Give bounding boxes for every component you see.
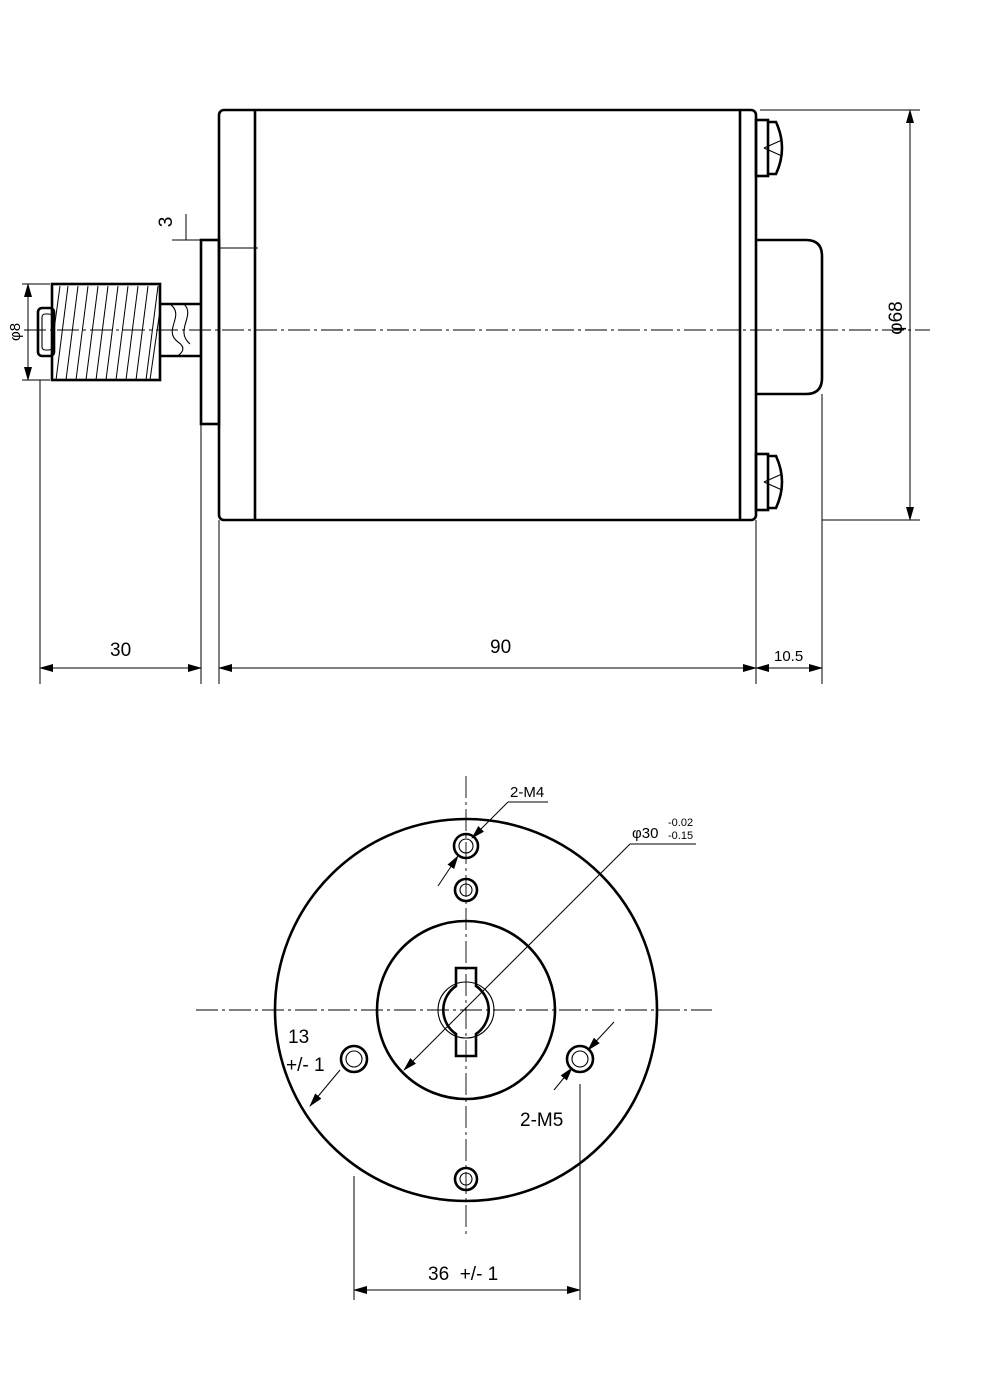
pilot-boss	[375, 919, 557, 1101]
motor-face-outline	[273, 817, 659, 1203]
pilot-diameter-leader	[403, 843, 631, 1071]
m4-hole-top	[452, 832, 480, 860]
label-pilot-tol-upper: -0.02	[668, 817, 693, 829]
mounting-flange	[199, 238, 221, 426]
label-pilot-diameter: φ30	[632, 825, 658, 842]
m5-hole-right	[565, 1044, 595, 1074]
m4-hole-upper-inner	[453, 877, 479, 903]
dim-3-label: 3	[156, 217, 177, 228]
knurl-hatch	[53, 285, 161, 381]
rear-boss	[756, 238, 824, 396]
pulley-hub	[36, 306, 56, 358]
brush-cap-top	[754, 118, 784, 178]
shaft-break	[169, 303, 184, 357]
label-2-m5: 2-M5	[520, 1110, 563, 1131]
side-view: 30 90 10.5 3 φ8 φ68	[7, 108, 930, 684]
motor-body	[217, 108, 758, 522]
brush-cap-bottom	[754, 452, 784, 512]
label-pilot-tol-lower: -0.15	[668, 830, 693, 842]
label-hole-spacing: 36 +/- 1	[428, 1264, 498, 1285]
dim-30-label: 30	[110, 640, 131, 661]
m4-hole-bottom	[453, 1166, 479, 1192]
dim-90-label: 90	[490, 637, 511, 658]
shaft-end	[442, 966, 490, 1058]
dim-8-label: φ8	[7, 323, 24, 341]
dim-10-5-label: 10.5	[774, 648, 803, 665]
label-hole-offset-value: 13	[288, 1027, 309, 1048]
front-view: 2-M4 φ30 -0.02 -0.15 2-M5 13 +/- 1 36 +/…	[196, 776, 712, 1300]
dim-68-label: φ68	[886, 301, 907, 334]
label-2-m4: 2-M4	[510, 784, 544, 801]
m5-hole-left	[339, 1044, 369, 1074]
label-hole-offset-tol: +/- 1	[286, 1055, 325, 1076]
